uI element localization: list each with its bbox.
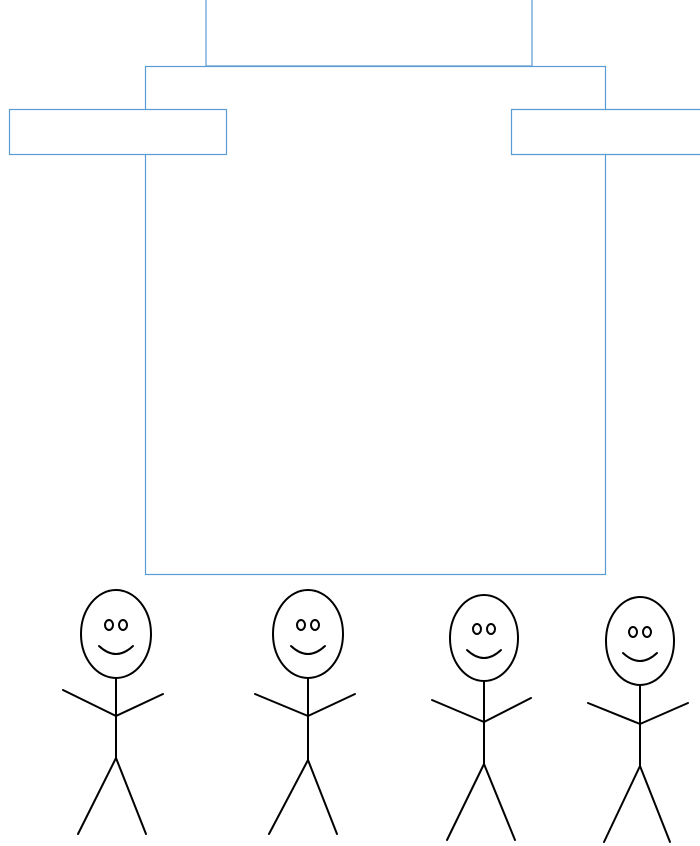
stick-figure-2: [254, 589, 356, 835]
left-arm: [587, 702, 641, 725]
left-leg: [268, 759, 309, 835]
left-leg: [603, 765, 641, 843]
smile: [290, 645, 326, 655]
right-arm: [307, 693, 356, 717]
smile: [622, 652, 658, 662]
right-arm-box: [510, 108, 700, 156]
right-leg: [307, 759, 338, 835]
left-arm: [62, 689, 117, 717]
right-eye: [486, 623, 496, 635]
right-eye: [118, 619, 128, 631]
stick-figures: [62, 589, 689, 843]
main-box: [144, 65, 607, 576]
smile: [466, 649, 502, 659]
left-eye: [628, 626, 638, 638]
right-arm: [115, 693, 164, 717]
right-leg: [115, 757, 147, 835]
stick-figure-3: [431, 594, 532, 841]
left-arm: [431, 699, 485, 723]
left-eye: [472, 623, 482, 635]
right-eye: [642, 626, 652, 638]
stick-figure-1: [62, 589, 164, 835]
left-arm: [254, 693, 309, 717]
right-arm: [483, 697, 532, 723]
left-eye: [296, 619, 306, 631]
right-arm: [639, 702, 689, 725]
right-eye: [310, 619, 320, 631]
smile: [98, 645, 134, 655]
left-arm-box: [8, 108, 228, 156]
left-leg: [446, 763, 485, 841]
box-frames: [8, 0, 700, 576]
stick-figure-4: [587, 596, 689, 843]
right-leg: [483, 763, 516, 841]
left-leg: [77, 757, 117, 835]
left-eye: [104, 619, 114, 631]
right-leg: [639, 765, 671, 843]
